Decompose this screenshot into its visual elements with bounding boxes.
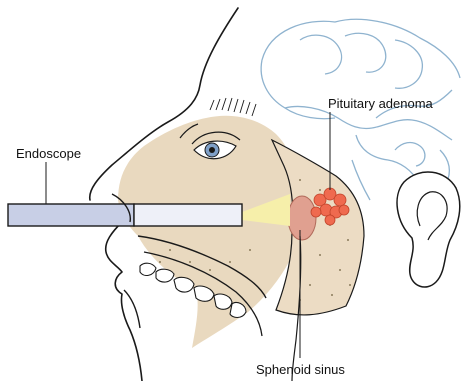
endoscope-body xyxy=(8,204,134,226)
label-pituitary-adenoma: Pituitary adenoma xyxy=(328,96,434,111)
endoscope-tip xyxy=(134,204,242,226)
sphenoid-sinus xyxy=(288,196,316,240)
label-sphenoid-sinus: Sphenoid sinus xyxy=(256,362,345,377)
eyebrow xyxy=(210,98,256,116)
ear xyxy=(397,172,460,287)
label-endoscope: Endoscope xyxy=(16,146,81,161)
